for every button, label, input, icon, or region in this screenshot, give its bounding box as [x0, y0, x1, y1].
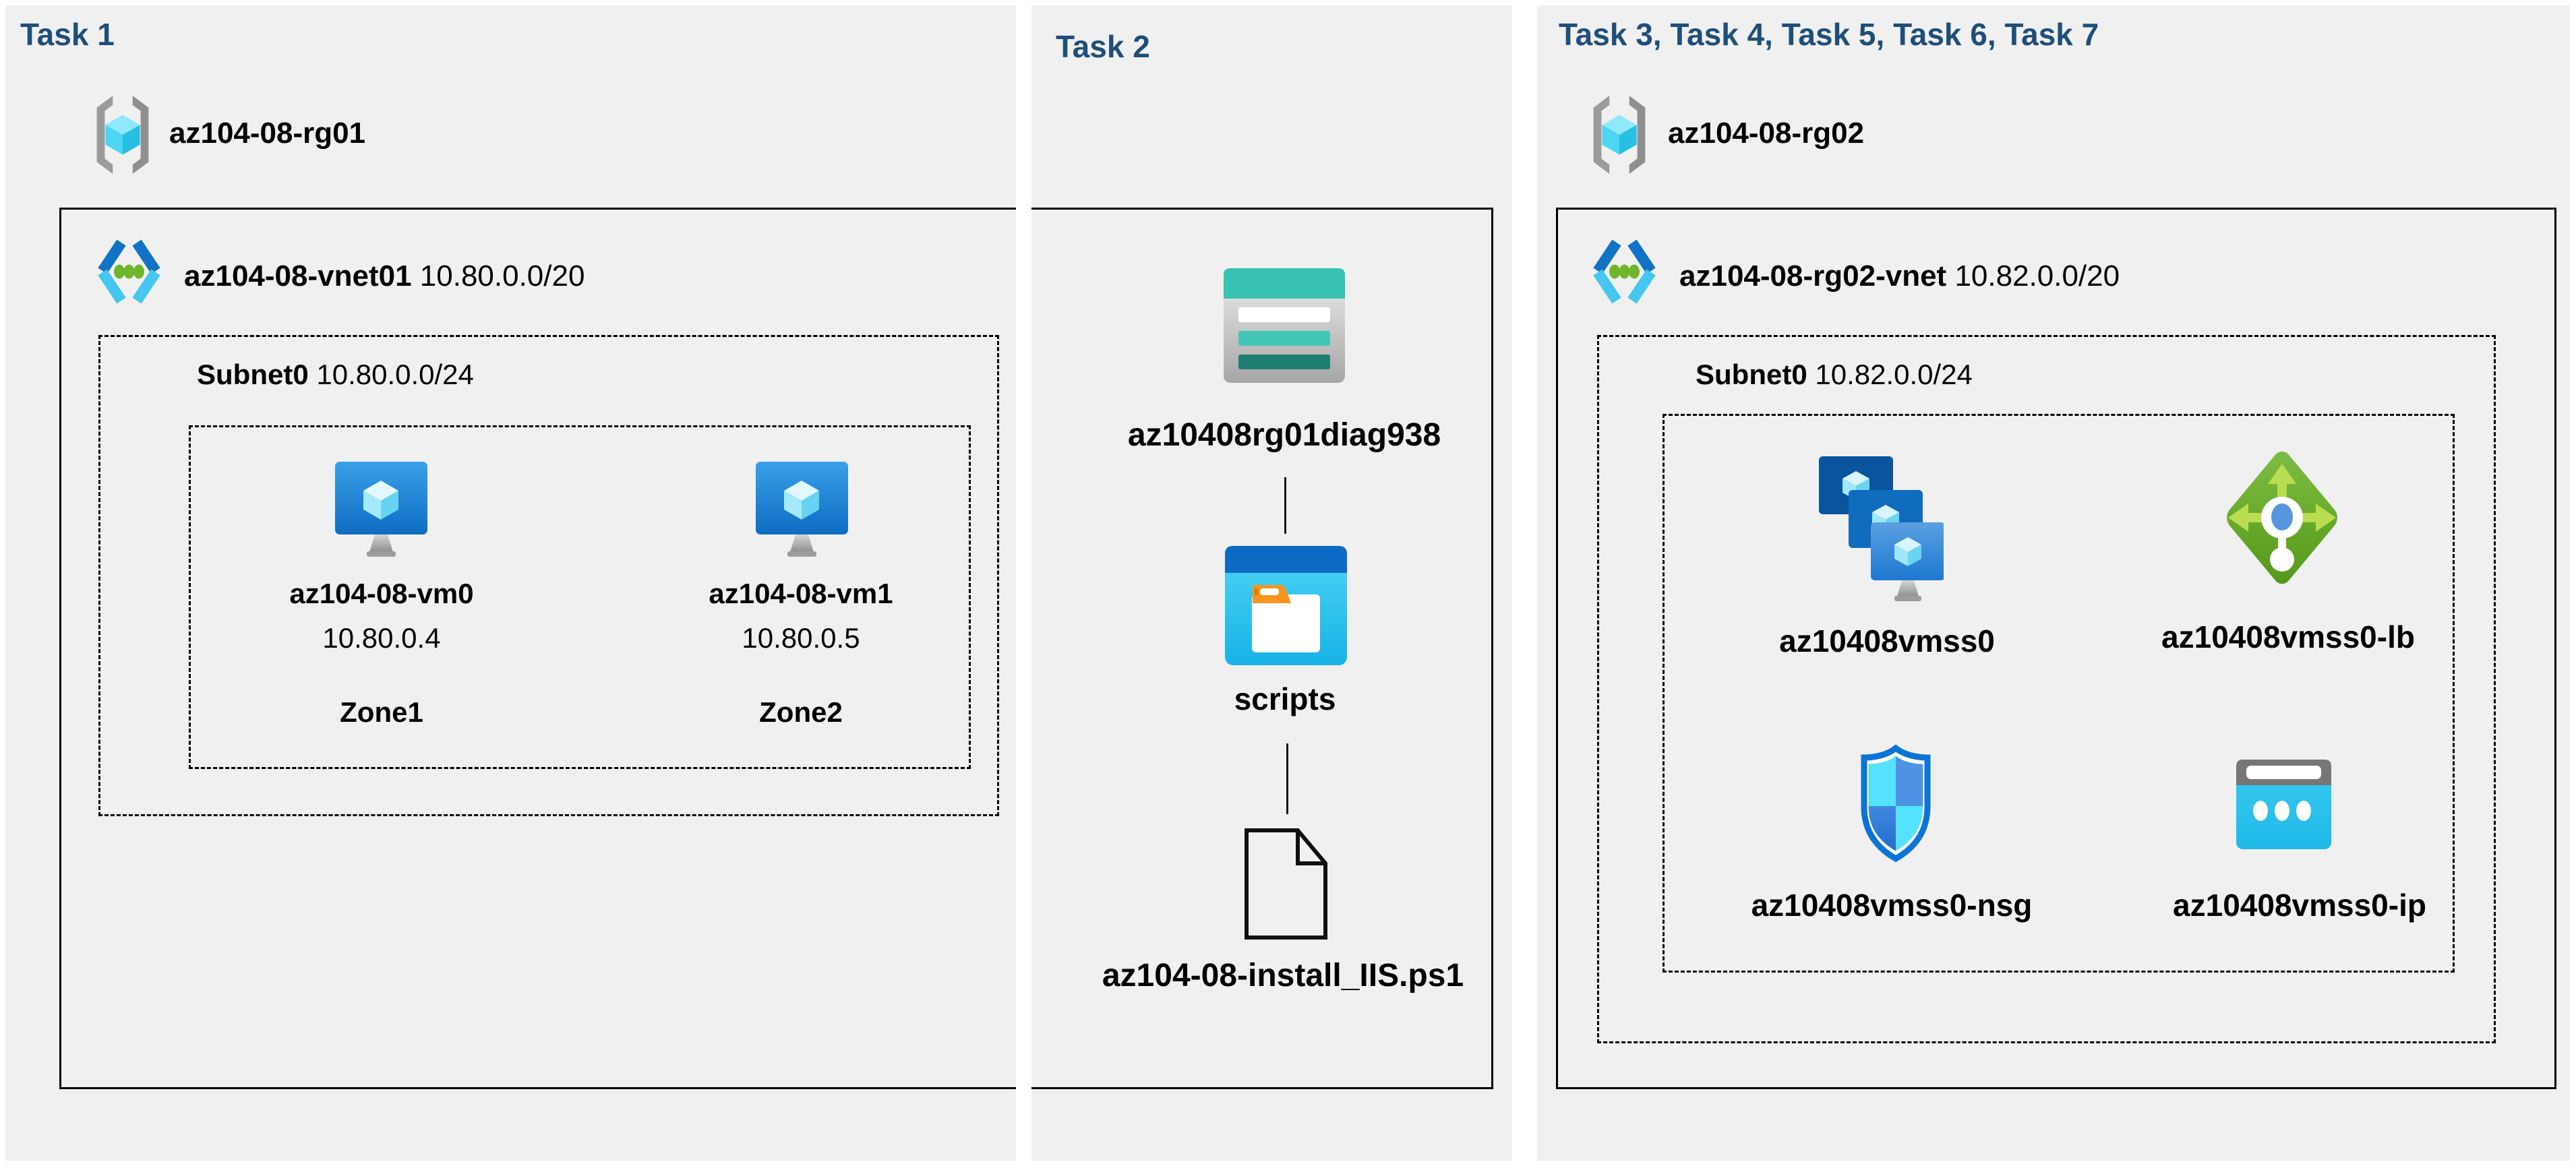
vm1-ip: 10.80.0.5	[742, 622, 860, 654]
load-balancer-icon	[2227, 451, 2337, 584]
subnet1-cidr: 10.80.0.0/24	[316, 359, 474, 390]
rg01-name: az104-08-rg01	[169, 117, 366, 150]
vnet2-cidr: 10.82.0.0/20	[1954, 259, 2120, 293]
resource-group-box-rg02	[1556, 208, 2556, 1089]
subnet2-name: Subnet0	[1696, 359, 1807, 390]
vm1-zone: Zone2	[759, 696, 843, 728]
resource-group-icon	[1593, 95, 1646, 175]
blob-container-folder-icon	[1225, 546, 1347, 665]
resource-group-box-rg01	[59, 208, 1493, 1089]
virtual-network-icon	[1593, 239, 1656, 304]
task2-title: Task 2	[1056, 29, 1150, 64]
panel-task3-7	[1537, 5, 2570, 1161]
network-security-group-icon	[1861, 745, 1931, 863]
vnet1-label: az104-08-vnet01 10.80.0.0/20	[184, 259, 585, 294]
subnet2-cidr: 10.82.0.0/24	[1815, 359, 1973, 390]
virtual-machine-icon	[756, 462, 848, 557]
subnet1-label: Subnet0 10.80.0.0/24	[197, 358, 474, 392]
vm0-name: az104-08-vm0	[289, 578, 474, 609]
task1-title: Task 1	[20, 17, 115, 52]
public-ip-name: az10408vmss0-ip	[2173, 888, 2426, 923]
vm1-name: az104-08-vm1	[709, 578, 893, 609]
lb-name: az10408vmss0-lb	[2161, 619, 2415, 654]
task3-title: Task 3, Task 4, Task 5, Task 6, Task 7	[1559, 17, 2099, 52]
vm-scale-set-icon	[1819, 456, 1944, 601]
vm0-ip: 10.80.0.4	[322, 622, 441, 654]
panel-gap	[1016, 0, 1031, 1166]
virtual-machine-icon	[335, 462, 427, 557]
vnet1-name: az104-08-vnet01	[184, 259, 412, 293]
subnet2-label: Subnet0 10.82.0.0/24	[1696, 358, 1973, 392]
virtual-network-icon	[98, 239, 160, 304]
vnet2-subnet-dashed-box	[1597, 335, 2496, 1043]
public-ip-icon	[2236, 760, 2331, 849]
file-name: az104-08-install_IIS.ps1	[1102, 958, 1464, 993]
subnet1-name: Subnet0	[197, 359, 309, 390]
vnet1-subnet-dashed-box	[98, 335, 999, 816]
folder-name: scripts	[1234, 681, 1336, 716]
resource-group-icon	[96, 95, 149, 175]
connector-storage-to-folder	[1284, 477, 1286, 534]
connector-folder-to-file	[1286, 743, 1288, 814]
panel-task1	[5, 5, 1016, 1161]
rg02-name: az104-08-rg02	[1668, 117, 1865, 150]
vnet2-label: az104-08-rg02-vnet 10.82.0.0/20	[1679, 259, 2120, 294]
vnet2-name: az104-08-rg02-vnet	[1679, 259, 1947, 293]
vnet2-inner-dashed-box	[1663, 414, 2455, 973]
vnet1-cidr: 10.80.0.0/20	[419, 259, 585, 293]
nsg-name: az10408vmss0-nsg	[1751, 888, 2033, 923]
vmss-name: az10408vmss0	[1779, 623, 1995, 658]
storage-account-icon	[1224, 268, 1345, 383]
script-file-icon	[1245, 828, 1327, 940]
vnet1-inner-dashed-box	[189, 425, 971, 769]
storage-account-name: az10408rg01diag938	[1127, 417, 1441, 453]
vm0-zone: Zone1	[340, 696, 423, 728]
